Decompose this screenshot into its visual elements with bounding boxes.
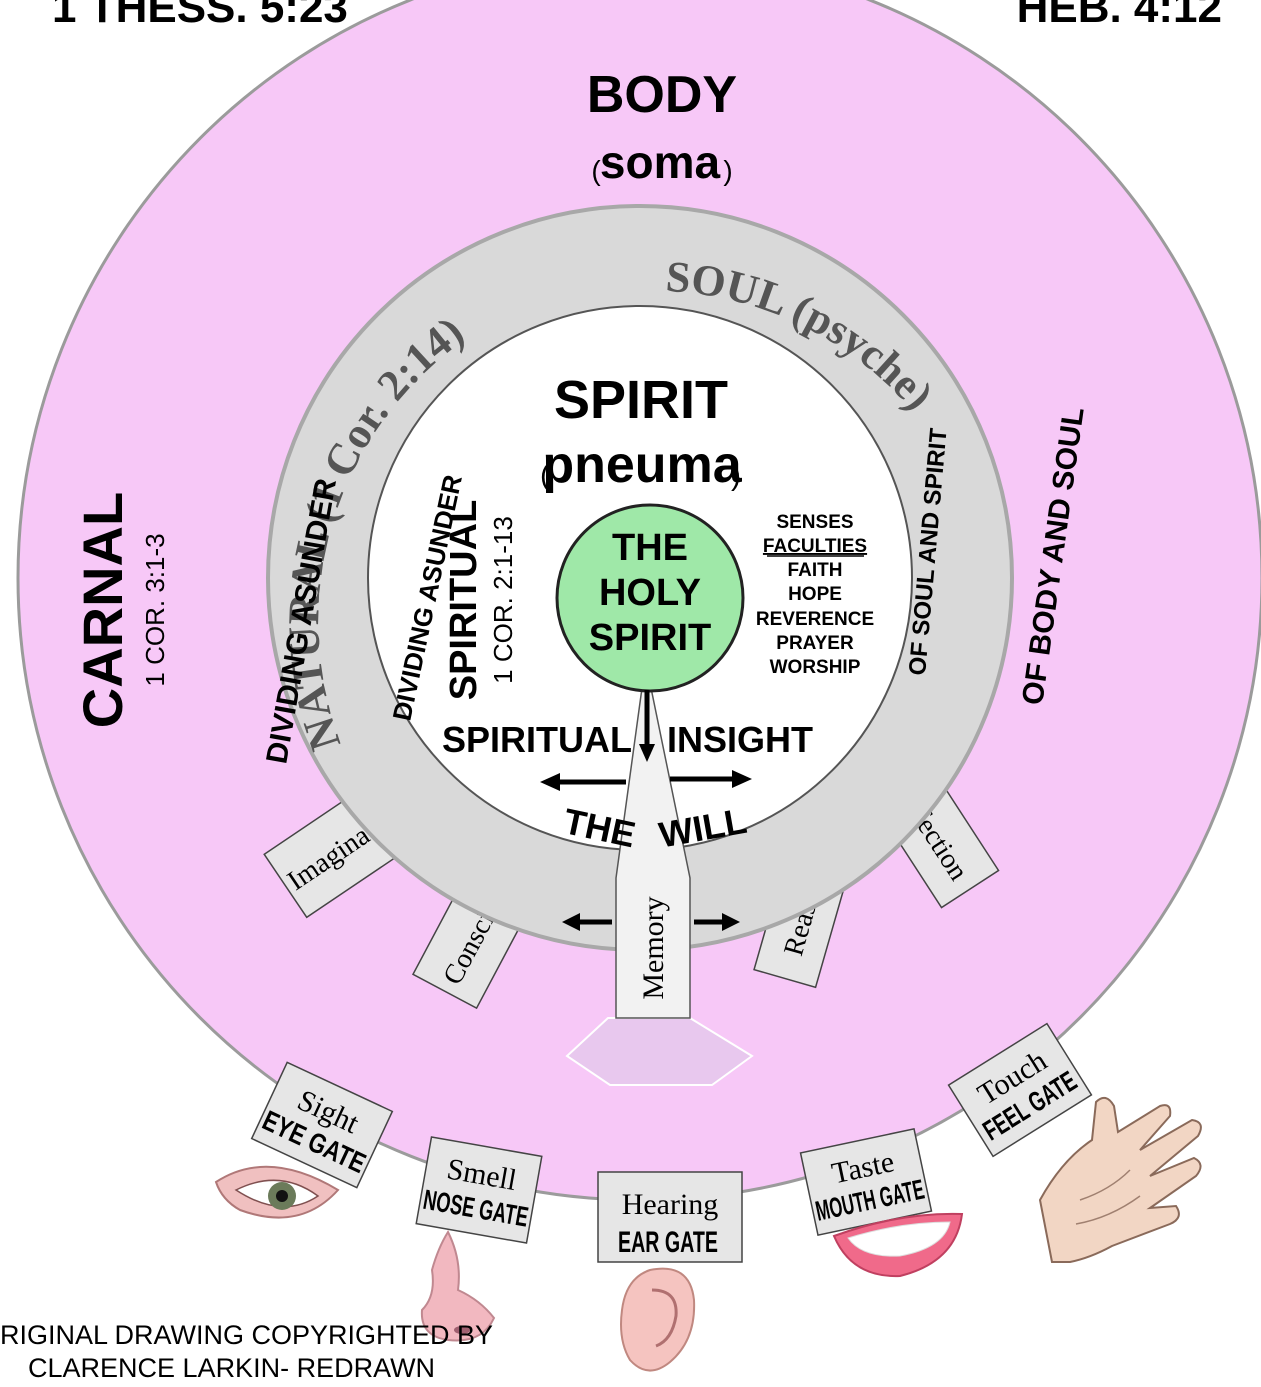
faculty-label: Memory bbox=[637, 896, 670, 999]
faculty-item: WORSHIP bbox=[770, 657, 861, 678]
credit-line-1: RIGINAL DRAWING COPYRIGHTED BY bbox=[0, 1320, 493, 1350]
body-title: BODY bbox=[587, 66, 737, 124]
ear-icon bbox=[621, 1269, 694, 1371]
spiritual-label: SPIRITUAL 1 COR. 2:1-13 bbox=[443, 500, 518, 701]
carnal-ref: 1 COR. 3:1-3 bbox=[140, 533, 170, 686]
faculties-heading: FACULTIES bbox=[763, 536, 867, 557]
faculty-item: REVERENCE bbox=[756, 609, 874, 630]
gate-name: EAR GATE bbox=[618, 1226, 718, 1259]
spiritual-title: SPIRITUAL bbox=[443, 500, 485, 701]
spirit-greek: pneuma bbox=[542, 436, 742, 494]
body-greek: soma bbox=[600, 136, 721, 188]
gate-hearing: Hearing EAR GATE bbox=[598, 1172, 742, 1262]
faculty-tab-memory: Memory bbox=[637, 896, 670, 999]
body-greek-close: ) bbox=[723, 155, 732, 186]
ref-heb: HEB. 4:12 bbox=[1017, 0, 1222, 32]
spirit-greek-close: ) bbox=[731, 459, 741, 492]
eye-icon bbox=[216, 1167, 338, 1218]
holy-spirit-line-2: HOLY bbox=[599, 572, 701, 614]
insight-right: INSIGHT bbox=[667, 719, 813, 760]
holy-spirit-line-1: THE bbox=[612, 527, 688, 569]
hand-icon bbox=[1040, 1098, 1201, 1262]
gate-smell: Smell NOSE GATE bbox=[416, 1137, 542, 1243]
insight-left: SPIRITUAL bbox=[442, 719, 632, 760]
credit-line-2: CLARENCE LARKIN- REDRAWN bbox=[28, 1353, 435, 1383]
carnal-title: CARNAL bbox=[71, 492, 134, 728]
faculty-item: HOPE bbox=[788, 584, 842, 605]
faculty-item: FAITH bbox=[788, 560, 843, 581]
holy-spirit-line-3: SPIRIT bbox=[589, 617, 711, 659]
spiritual-ref: 1 COR. 2:1-13 bbox=[488, 516, 518, 684]
ref-1-thess: 1 THESS. 5:23 bbox=[52, 0, 348, 32]
senses-label: SENSES bbox=[776, 512, 853, 533]
gate-sense: Hearing bbox=[622, 1188, 719, 1221]
faculty-item: PRAYER bbox=[776, 633, 854, 654]
spirit-title: SPIRIT bbox=[554, 370, 728, 430]
